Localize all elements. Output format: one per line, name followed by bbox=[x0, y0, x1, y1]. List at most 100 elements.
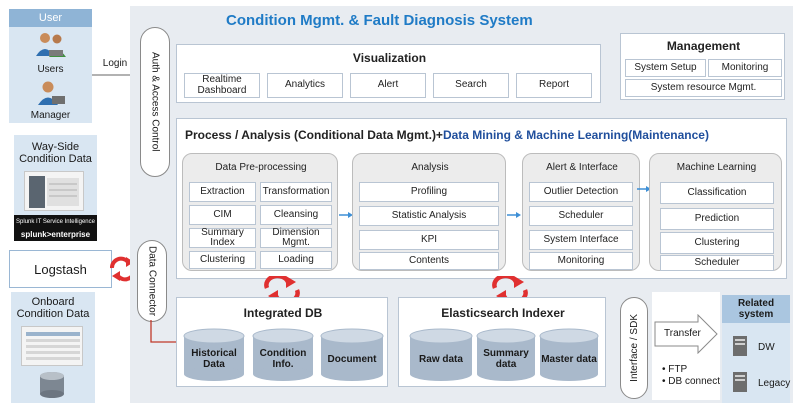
process-title-part2: Data Mining & Machine Learning(Maintenan… bbox=[442, 128, 709, 142]
es-raw-data: Raw data bbox=[409, 328, 473, 382]
analysis-box: Analysis Profiling Statistic Analysis KP… bbox=[352, 153, 506, 271]
db-condition-info: Condition Info. bbox=[252, 328, 314, 382]
pre-item-cleansing: Cleansing bbox=[260, 205, 332, 225]
related-legacy: Legacy bbox=[758, 378, 791, 389]
pre-item-clustering: Clustering bbox=[189, 251, 256, 269]
interface-sdk: Interface / SDK bbox=[620, 297, 648, 399]
user-panel-header-label: User bbox=[38, 12, 63, 24]
interface-label: Interface / SDK bbox=[628, 314, 640, 382]
transfer-arrow bbox=[654, 314, 718, 354]
manager-label: Manager bbox=[30, 109, 71, 121]
protocol-db-connect: • DB connect bbox=[662, 375, 720, 387]
protocol-list: • FTP • DB connect bbox=[662, 364, 722, 387]
mgmt-item-system-resource: System resource Mgmt. bbox=[625, 79, 782, 97]
alert-item-outlier: Outlier Detection bbox=[529, 182, 633, 202]
es-raw-label: Raw data bbox=[419, 353, 463, 365]
system-title: Condition Mgmt. & Fault Diagnosis System bbox=[226, 12, 533, 29]
visualization-title: Visualization bbox=[352, 51, 427, 65]
users-label: Users bbox=[37, 63, 64, 75]
machine-learning-box: Machine Learning Classification Predicti… bbox=[649, 153, 782, 271]
pre-item-loading: Loading bbox=[260, 251, 332, 269]
onboard-panel: Onboard Condition Data bbox=[11, 292, 95, 403]
onboard-image bbox=[21, 326, 83, 366]
alert-item-scheduler: Scheduler bbox=[529, 206, 633, 226]
splunk-small-text: Splunk IT Service Intelligence bbox=[16, 219, 95, 225]
pre-item-summary-index: Summary Index bbox=[189, 227, 256, 248]
es-indexer-panel: Elasticsearch Indexer Raw data Summary d… bbox=[398, 297, 606, 387]
data-connector-label: Data Connector bbox=[146, 245, 158, 317]
process-title-part1: Process / Analysis (Conditional Data Mgm… bbox=[185, 128, 443, 142]
es-summary-data: Summary data bbox=[476, 328, 536, 382]
mgmt-item-system-setup: System Setup bbox=[625, 59, 706, 77]
pre-item-dimension-mgmt: Dimension Mgmt. bbox=[260, 227, 332, 248]
transfer-area: Transfer • FTP • DB connect bbox=[652, 292, 720, 400]
ml-item-scheduler: Scheduler bbox=[660, 255, 774, 271]
preprocessing-title: Data Pre-processing bbox=[215, 161, 307, 173]
database-icon bbox=[40, 372, 64, 398]
users-icon bbox=[36, 33, 66, 57]
user-panel: Users Manager bbox=[9, 27, 92, 123]
viz-item-realtime-dashboard: Realtime Dashboard bbox=[184, 73, 260, 98]
es-master-data: Master data bbox=[539, 328, 599, 382]
analysis-item-kpi: KPI bbox=[359, 230, 499, 250]
auth-label: Auth & Access Control bbox=[149, 52, 161, 152]
flow-arrow-1 bbox=[339, 212, 353, 218]
viz-item-analytics: Analytics bbox=[267, 73, 343, 98]
pre-item-extraction: Extraction bbox=[189, 182, 256, 202]
integrated-db-panel: Integrated DB Historical Data Condition … bbox=[176, 297, 388, 387]
es-master-label: Master data bbox=[541, 353, 597, 365]
analysis-item-contents: Contents bbox=[359, 252, 499, 270]
management-panel: Management System Setup Monitoring Syste… bbox=[620, 33, 785, 100]
analysis-item-statistic: Statistic Analysis bbox=[359, 206, 499, 226]
viz-item-search: Search bbox=[433, 73, 509, 98]
splunk-logo: Splunk IT Service Intelligence splunk>en… bbox=[14, 215, 97, 241]
db-historical-data: Historical Data bbox=[183, 328, 245, 382]
splunk-label: splunk>enterprise bbox=[20, 229, 91, 239]
ml-title: Machine Learning bbox=[676, 161, 757, 173]
mgmt-item-monitoring: Monitoring bbox=[708, 59, 782, 77]
related-dw: DW bbox=[758, 342, 775, 353]
es-summary-label: Summary data bbox=[483, 348, 529, 370]
ml-item-prediction: Prediction bbox=[660, 208, 774, 230]
visualization-panel: Visualization Realtime Dashboard Analyti… bbox=[176, 44, 601, 103]
manager-icon bbox=[38, 81, 65, 105]
management-title: Management bbox=[666, 39, 741, 53]
viz-item-alert: Alert bbox=[350, 73, 426, 98]
db-condition-label: Condition Info. bbox=[259, 348, 307, 370]
login-label: Login bbox=[102, 58, 128, 69]
alert-item-monitoring: Monitoring bbox=[529, 252, 633, 270]
related-system-panel: DW Legacy bbox=[722, 323, 790, 403]
logstash-label: Logstash bbox=[34, 261, 87, 277]
related-system-header: Related system bbox=[722, 295, 790, 323]
process-panel: Process / Analysis (Conditional Data Mgm… bbox=[176, 118, 787, 279]
db-document: Document bbox=[320, 328, 384, 382]
user-panel-header: User bbox=[9, 9, 92, 27]
flow-arrow-2 bbox=[507, 212, 521, 218]
protocol-ftp: • FTP bbox=[662, 364, 688, 375]
db-document-label: Document bbox=[327, 353, 377, 365]
wayside-title: Way-Side Condition Data bbox=[19, 140, 92, 165]
alert-title: Alert & Interface bbox=[546, 161, 618, 173]
onboard-title: Onboard Condition Data bbox=[16, 295, 90, 320]
alert-item-system-interface: System Interface bbox=[529, 230, 633, 250]
dw-server-icon bbox=[733, 336, 747, 356]
wayside-image bbox=[24, 171, 84, 211]
pre-item-transformation: Transformation bbox=[260, 182, 332, 202]
ml-item-classification: Classification bbox=[660, 182, 774, 204]
legacy-server-icon bbox=[733, 372, 747, 392]
viz-item-report: Report bbox=[516, 73, 592, 98]
auth-access-control: Auth & Access Control bbox=[140, 27, 170, 177]
related-system-title: Related system bbox=[737, 298, 775, 320]
analysis-item-profiling: Profiling bbox=[359, 182, 499, 202]
flow-arrow-3 bbox=[637, 186, 651, 192]
pre-item-cim: CIM bbox=[189, 205, 256, 225]
alert-interface-box: Alert & Interface Outlier Detection Sche… bbox=[522, 153, 640, 271]
logstash-box: Logstash bbox=[9, 250, 112, 288]
ml-item-clustering: Clustering bbox=[660, 232, 774, 254]
db-historical-label: Historical Data bbox=[191, 348, 237, 370]
preprocessing-box: Data Pre-processing Extraction Transform… bbox=[182, 153, 338, 271]
wayside-panel: Way-Side Condition Data Splunk IT Servic… bbox=[14, 135, 97, 241]
transfer-label: Transfer bbox=[664, 328, 701, 339]
data-connector: Data Connector bbox=[137, 240, 167, 322]
integrated-db-title: Integrated DB bbox=[243, 306, 323, 320]
